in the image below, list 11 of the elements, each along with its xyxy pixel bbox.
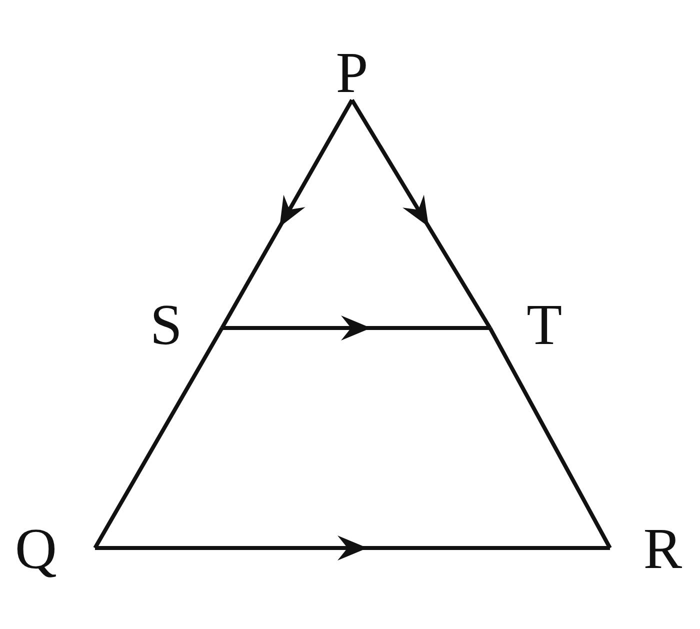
arrow: [222, 316, 490, 340]
line-segment: [93, 327, 224, 549]
vertex-label: T: [526, 296, 562, 354]
vertex-label: R: [643, 520, 682, 578]
arrow: [220, 99, 354, 329]
vertex-label: P: [336, 44, 368, 102]
vertex-label: S: [150, 296, 182, 354]
vertex-label: Q: [15, 520, 57, 578]
line-segment: [488, 327, 612, 549]
arrow: [350, 98, 492, 330]
arrow: [95, 536, 610, 560]
